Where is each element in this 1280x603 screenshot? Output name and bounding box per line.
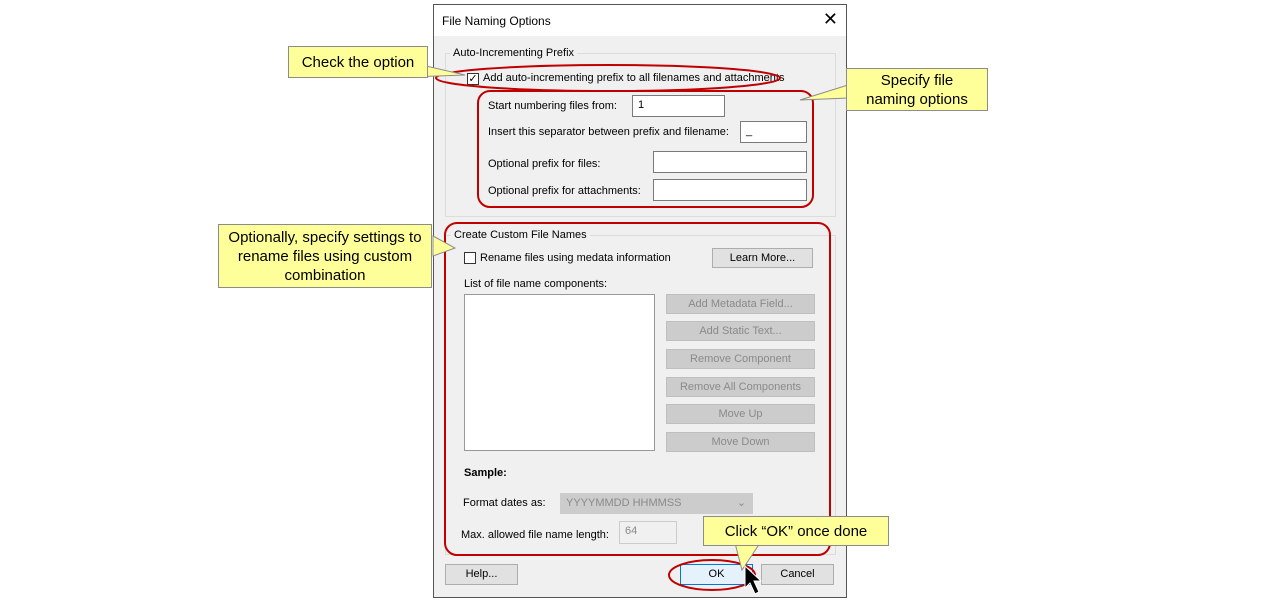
add-prefix-label: Add auto-incrementing prefix to all file…	[483, 72, 785, 84]
custom-names-group-label: Create Custom File Names	[451, 229, 590, 241]
attach-prefix-input[interactable]	[653, 179, 807, 201]
ok-button[interactable]: OK	[680, 564, 753, 585]
add-static-text-button[interactable]: Add Static Text...	[666, 321, 815, 341]
callout-click-ok: Click “OK” once done	[703, 516, 889, 546]
move-up-button[interactable]: Move Up	[666, 404, 815, 424]
file-naming-options-dialog: File Naming Options ✕ Auto-Incrementing …	[433, 4, 847, 598]
callout-optional-settings: Optionally, specify settings to rename f…	[218, 224, 432, 288]
add-prefix-checkbox[interactable]: ✓	[467, 73, 479, 85]
dialog-title: File Naming Options	[442, 14, 551, 28]
learn-more-button[interactable]: Learn More...	[712, 248, 813, 268]
auto-prefix-group	[445, 53, 836, 217]
separator-input[interactable]: _	[740, 121, 807, 143]
sample-label: Sample:	[464, 467, 507, 479]
separator-label: Insert this separator between prefix and…	[488, 126, 729, 138]
start-number-input[interactable]: 1	[632, 95, 725, 117]
files-prefix-input[interactable]	[653, 151, 807, 173]
files-prefix-label: Optional prefix for files:	[488, 158, 601, 170]
format-dates-label: Format dates as:	[463, 497, 546, 509]
rename-checkbox[interactable]	[464, 252, 476, 264]
start-number-label: Start numbering files from:	[488, 100, 617, 112]
title-bar: File Naming Options ✕	[434, 5, 846, 36]
max-length-label: Max. allowed file name length:	[461, 529, 609, 541]
move-down-button[interactable]: Move Down	[666, 432, 815, 452]
add-metadata-field-button[interactable]: Add Metadata Field...	[666, 294, 815, 314]
rename-label: Rename files using medata information	[480, 252, 671, 264]
components-list-label: List of file name components:	[464, 278, 608, 290]
format-dates-select[interactable]: YYYYMMDD HHMMSS ⌄	[560, 493, 753, 514]
attach-prefix-label: Optional prefix for attachments:	[488, 185, 641, 197]
cancel-button[interactable]: Cancel	[761, 564, 834, 585]
callout-check-option: Check the option	[288, 46, 428, 78]
close-icon[interactable]: ✕	[822, 9, 838, 29]
remove-component-button[interactable]: Remove Component	[666, 349, 815, 369]
auto-prefix-group-label: Auto-Incrementing Prefix	[450, 47, 578, 59]
components-list[interactable]	[464, 294, 655, 451]
remove-all-components-button[interactable]: Remove All Components	[666, 377, 815, 397]
callout-specify-options: Specify file naming options	[846, 68, 988, 111]
format-dates-value: YYYYMMDD HHMMSS	[566, 497, 682, 509]
max-length-input[interactable]: 64	[619, 521, 677, 544]
chevron-down-icon: ⌄	[736, 497, 746, 509]
help-button[interactable]: Help...	[445, 564, 518, 585]
